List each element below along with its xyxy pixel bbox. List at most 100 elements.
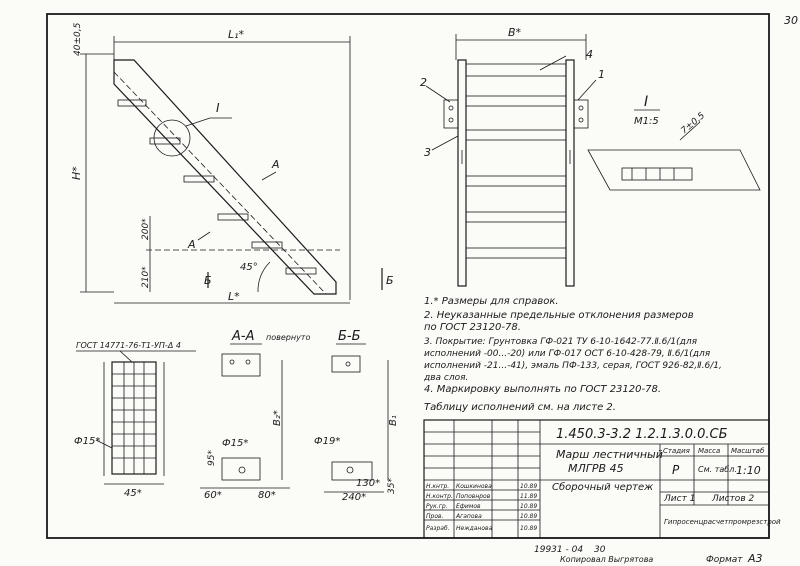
pos-1: 1 xyxy=(598,68,605,81)
svg-text:Кошкинова: Кошкинова xyxy=(456,483,492,490)
svg-text:Поповнров: Поповнров xyxy=(456,493,491,500)
svg-text:Разраб.: Разраб. xyxy=(426,525,450,532)
section-bb: Б-Б B₁ Ф19* 130* 240* 35* xyxy=(314,329,399,503)
name-line-2: МЛГРВ 45 xyxy=(568,462,624,475)
dim-h: H* xyxy=(70,166,83,180)
stringer-left xyxy=(457,59,467,287)
pos-4: 4 xyxy=(586,48,593,61)
detail-tread xyxy=(621,167,693,181)
stringer-right xyxy=(565,59,575,287)
gost-weld-label: ГОСТ 14771-76-Т1-УП-Δ 4 xyxy=(76,341,181,350)
dim-45: 45* xyxy=(124,488,142,499)
svg-text:Агапова: Агапова xyxy=(455,513,482,520)
note-line-2: 2. Неуказанные предельные отклонения раз… xyxy=(424,310,694,321)
organization: Гипросенцрасчетпромрезстрой xyxy=(664,518,781,526)
bottom-number: 30 xyxy=(594,545,606,555)
stringer xyxy=(113,59,337,295)
svg-text:10.89: 10.89 xyxy=(520,513,537,520)
detail-title: I xyxy=(644,94,648,110)
callout-i: I xyxy=(216,101,220,115)
side-view: L₁* H* 40±0,5 L* I A A xyxy=(70,22,351,304)
section-aa-title: А-А xyxy=(231,329,254,344)
note-line-5: исполнений -00...-20) или ГФ-017 ОСТ 6-1… xyxy=(424,349,711,359)
svg-text:10.89: 10.89 xyxy=(520,525,537,532)
sign-row: Разраб. Нежданова 10.89 xyxy=(426,525,537,532)
stage: Р xyxy=(672,463,680,477)
dim-b1: B₁ xyxy=(388,415,399,426)
mass: См. табл. xyxy=(698,465,737,474)
pos-3: 3 xyxy=(424,146,431,159)
bb-bottom-plate xyxy=(331,461,373,481)
sign-row: Н.кнтр. Кошкинова 10.89 xyxy=(426,483,537,490)
dim-130: 130* xyxy=(356,478,380,489)
name-line-1: Марш лестничный xyxy=(556,448,663,461)
section-b-front: Б xyxy=(386,274,394,287)
col-mass: Масса xyxy=(698,447,720,455)
svg-text:Ефимов: Ефимов xyxy=(456,503,481,510)
aa-top-plate xyxy=(221,353,261,377)
sheets-total: Листов 2 xyxy=(711,494,754,504)
dim-35: 35* xyxy=(387,478,397,494)
note-line-8: 4. Маркировку выполнять по ГОСТ 23120-78… xyxy=(424,384,661,395)
svg-text:Рук.гр.: Рук.гр. xyxy=(426,503,448,510)
pos-2: 2 xyxy=(420,76,427,89)
dim-b: B* xyxy=(508,26,522,39)
col-stage: Стадия xyxy=(663,447,690,455)
dim-60: 60* xyxy=(204,490,222,501)
detail-dim: 7±0,5 xyxy=(680,111,708,137)
note-line-1: 1.* Размеры для справок. xyxy=(424,296,559,307)
page-number: 30 xyxy=(784,14,798,27)
bb-top-plate xyxy=(331,355,361,373)
note-line-3: по ГОСТ 23120-78. xyxy=(424,322,521,333)
dim-19: Ф19* xyxy=(314,436,340,447)
svg-text:Пров.: Пров. xyxy=(426,513,444,520)
section-aa-subtitle: повернуто xyxy=(266,333,310,342)
sign-row: Рук.гр. Ефимов 10.89 xyxy=(426,503,537,510)
dim-210: 210* xyxy=(141,266,151,288)
bottom-code: 19931 - 04 xyxy=(534,545,583,555)
designation: 1.450.3-3.2 1.2.1.3.0.0.СБ xyxy=(556,427,728,442)
dim-top: 40±0,5 xyxy=(73,22,83,56)
dim-l: L* xyxy=(228,290,240,303)
detail-circle xyxy=(153,119,191,157)
section-aa: А-А повернуто ГОСТ 14771-76-Т1-УП-Δ 4 45… xyxy=(74,329,310,501)
section-a-1: A xyxy=(271,158,280,171)
dim-200: 200* xyxy=(141,218,151,240)
detail-plate xyxy=(587,149,761,191)
front-treads xyxy=(465,63,567,259)
detail-i: I М1:5 7±0,5 xyxy=(587,94,761,191)
svg-text:10.89: 10.89 xyxy=(520,483,537,490)
note-line-7: два слоя. xyxy=(423,373,468,383)
section-bb-title: Б-Б xyxy=(338,329,361,344)
note-line-9: Таблицу исполнений см. на листе 2. xyxy=(424,401,616,413)
detail-scale: М1:5 xyxy=(634,116,659,127)
section-a-2: A xyxy=(187,238,196,251)
sheet-frame xyxy=(46,13,770,539)
dim-95: 95* xyxy=(207,450,217,466)
dim-15a: Ф15* xyxy=(74,436,100,447)
dim-b2: B₂* xyxy=(272,410,283,426)
sheet-no: Лист 1 xyxy=(663,494,695,504)
svg-text:Н.кнтр.: Н.кнтр. xyxy=(426,483,449,490)
section-b-side: Б xyxy=(204,274,212,287)
svg-text:Н.контр.: Н.контр. xyxy=(426,493,453,500)
svg-text:Нежданова: Нежданова xyxy=(456,525,493,532)
scale: 1:10 xyxy=(736,464,761,477)
bracket-left xyxy=(443,99,459,129)
svg-text:11.89: 11.89 xyxy=(520,493,537,500)
dim-80: 80* xyxy=(258,490,276,501)
aa-bottom-plate xyxy=(221,457,261,481)
note-line-6: исполнений -21...-41), эмаль ПФ-133, сер… xyxy=(424,361,722,371)
front-view: B* 4 2 1 3 Б xyxy=(381,26,605,290)
dim-240: 240* xyxy=(342,492,366,503)
dim-l1: L₁* xyxy=(228,28,245,41)
dim-15b: Ф15* xyxy=(222,438,248,449)
note-line-4: 3. Покрытие: Грунтовка ГФ-021 ТУ 6-10-16… xyxy=(424,337,698,347)
col-scale: Масштаб xyxy=(731,447,765,455)
dim-angle: 45° xyxy=(240,262,258,273)
sign-row: Пров. Агапова 10.89 xyxy=(426,513,537,520)
copied-by: Копировал Выгрятова xyxy=(560,555,653,564)
svg-text:10.89: 10.89 xyxy=(520,503,537,510)
